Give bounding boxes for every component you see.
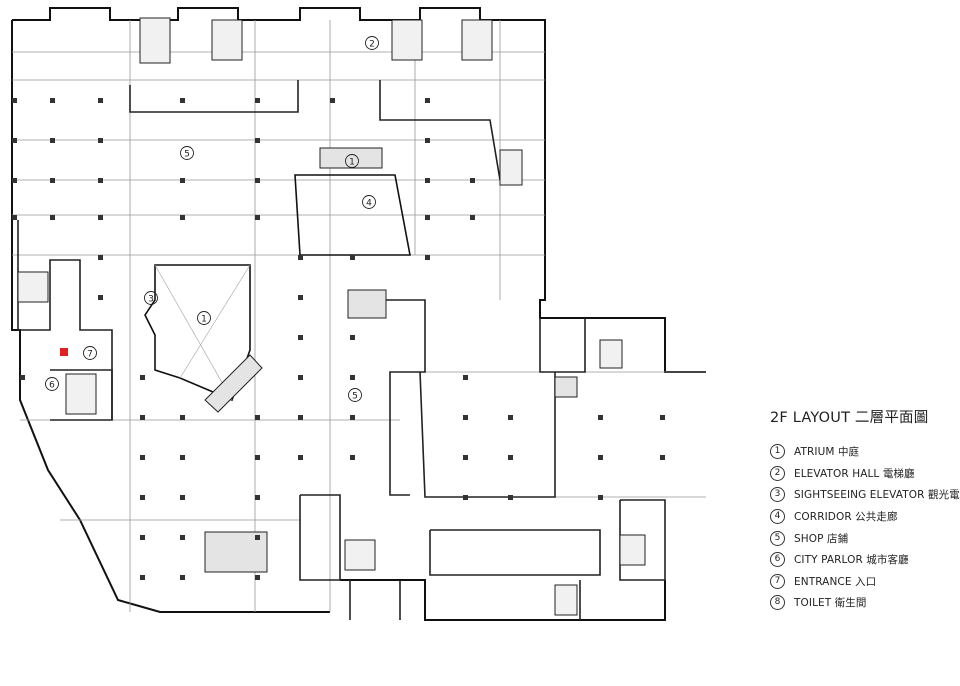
legend-label: CORRIDOR 公共走廊 — [794, 511, 898, 524]
structural-columns — [12, 98, 665, 580]
plan-mark-atrium-north: 1 — [345, 154, 359, 168]
stair-cores — [17, 17, 646, 616]
svg-text:3: 3 — [148, 295, 154, 305]
legend-label: ATRIUM 中庭 — [794, 446, 860, 459]
legend-item-atrium: 1 ATRIUM 中庭 — [770, 441, 960, 463]
svg-text:2: 2 — [369, 40, 375, 50]
plan-mark-shop-north: 5 — [180, 146, 194, 160]
plan-mark-elevator-hall: 2 — [365, 36, 379, 50]
legend-item-corridor: 4 CORRIDOR 公共走廊 — [770, 506, 960, 528]
plan-area-labels: 2 5 1 4 3 1 7 6 5 — [45, 36, 379, 402]
legend-item-city-parlor: 6 CITY PARLOR 城市客廳 — [770, 549, 960, 571]
atrium-void — [144, 174, 411, 402]
legend-label: CITY PARLOR 城市客廳 — [794, 554, 909, 567]
legend-number-badge: 6 — [770, 552, 785, 568]
legend-label: TOILET 衛生間 — [794, 597, 867, 610]
plan-mark-city-parlor: 6 — [45, 377, 59, 391]
entrance-marker — [60, 348, 68, 356]
svg-text:5: 5 — [352, 392, 358, 402]
legend-number-badge: 1 — [770, 444, 785, 460]
legend-item-elevator-hall: 2 ELEVATOR HALL 電梯廳 — [770, 463, 960, 485]
legend-number-badge: 2 — [770, 465, 785, 481]
legend-label: SHOP 店鋪 — [794, 532, 849, 545]
legend-label: ELEVATOR HALL 電梯廳 — [794, 467, 915, 480]
legend-number-badge: 5 — [770, 530, 785, 546]
legend-item-toilet: 8 TOILET 衛生間 — [770, 592, 960, 614]
plan-mark-entrance: 7 — [83, 346, 97, 360]
svg-text:1: 1 — [201, 315, 207, 325]
plan-mark-shop-south: 5 — [348, 388, 362, 402]
escalators — [204, 147, 578, 573]
legend-item-entrance: 7 ENTRANCE 入口 — [770, 571, 960, 593]
legend-label: SIGHTSEEING ELEVATOR 觀光電梯 — [794, 489, 960, 502]
shop-partitions — [17, 80, 666, 620]
plan-mark-atrium-main: 1 — [197, 311, 211, 325]
legend-number-badge: 4 — [770, 509, 785, 525]
legend-item-sightseeing-elevator: 3 SIGHTSEEING ELEVATOR 觀光電梯 — [770, 484, 960, 506]
legend: 2F LAYOUT 二層平面圖 1 ATRIUM 中庭 2 ELEVATOR HAL… — [770, 406, 960, 614]
legend-number-badge: 7 — [770, 573, 785, 589]
plan-mark-sightseeing-elevator: 3 — [144, 291, 158, 305]
svg-text:7: 7 — [87, 350, 93, 360]
plan-mark-corridor: 4 — [362, 195, 376, 209]
svg-text:5: 5 — [184, 150, 190, 160]
legend-item-shop: 5 SHOP 店鋪 — [770, 527, 960, 549]
legend-title: 2F LAYOUT 二層平面圖 — [770, 410, 929, 426]
svg-text:4: 4 — [366, 199, 372, 209]
legend-number-badge: 8 — [770, 595, 785, 611]
legend-label: ENTRANCE 入口 — [794, 575, 877, 588]
legend-number-badge: 3 — [770, 487, 785, 503]
svg-text:1: 1 — [349, 158, 355, 168]
svg-text:6: 6 — [49, 381, 55, 391]
